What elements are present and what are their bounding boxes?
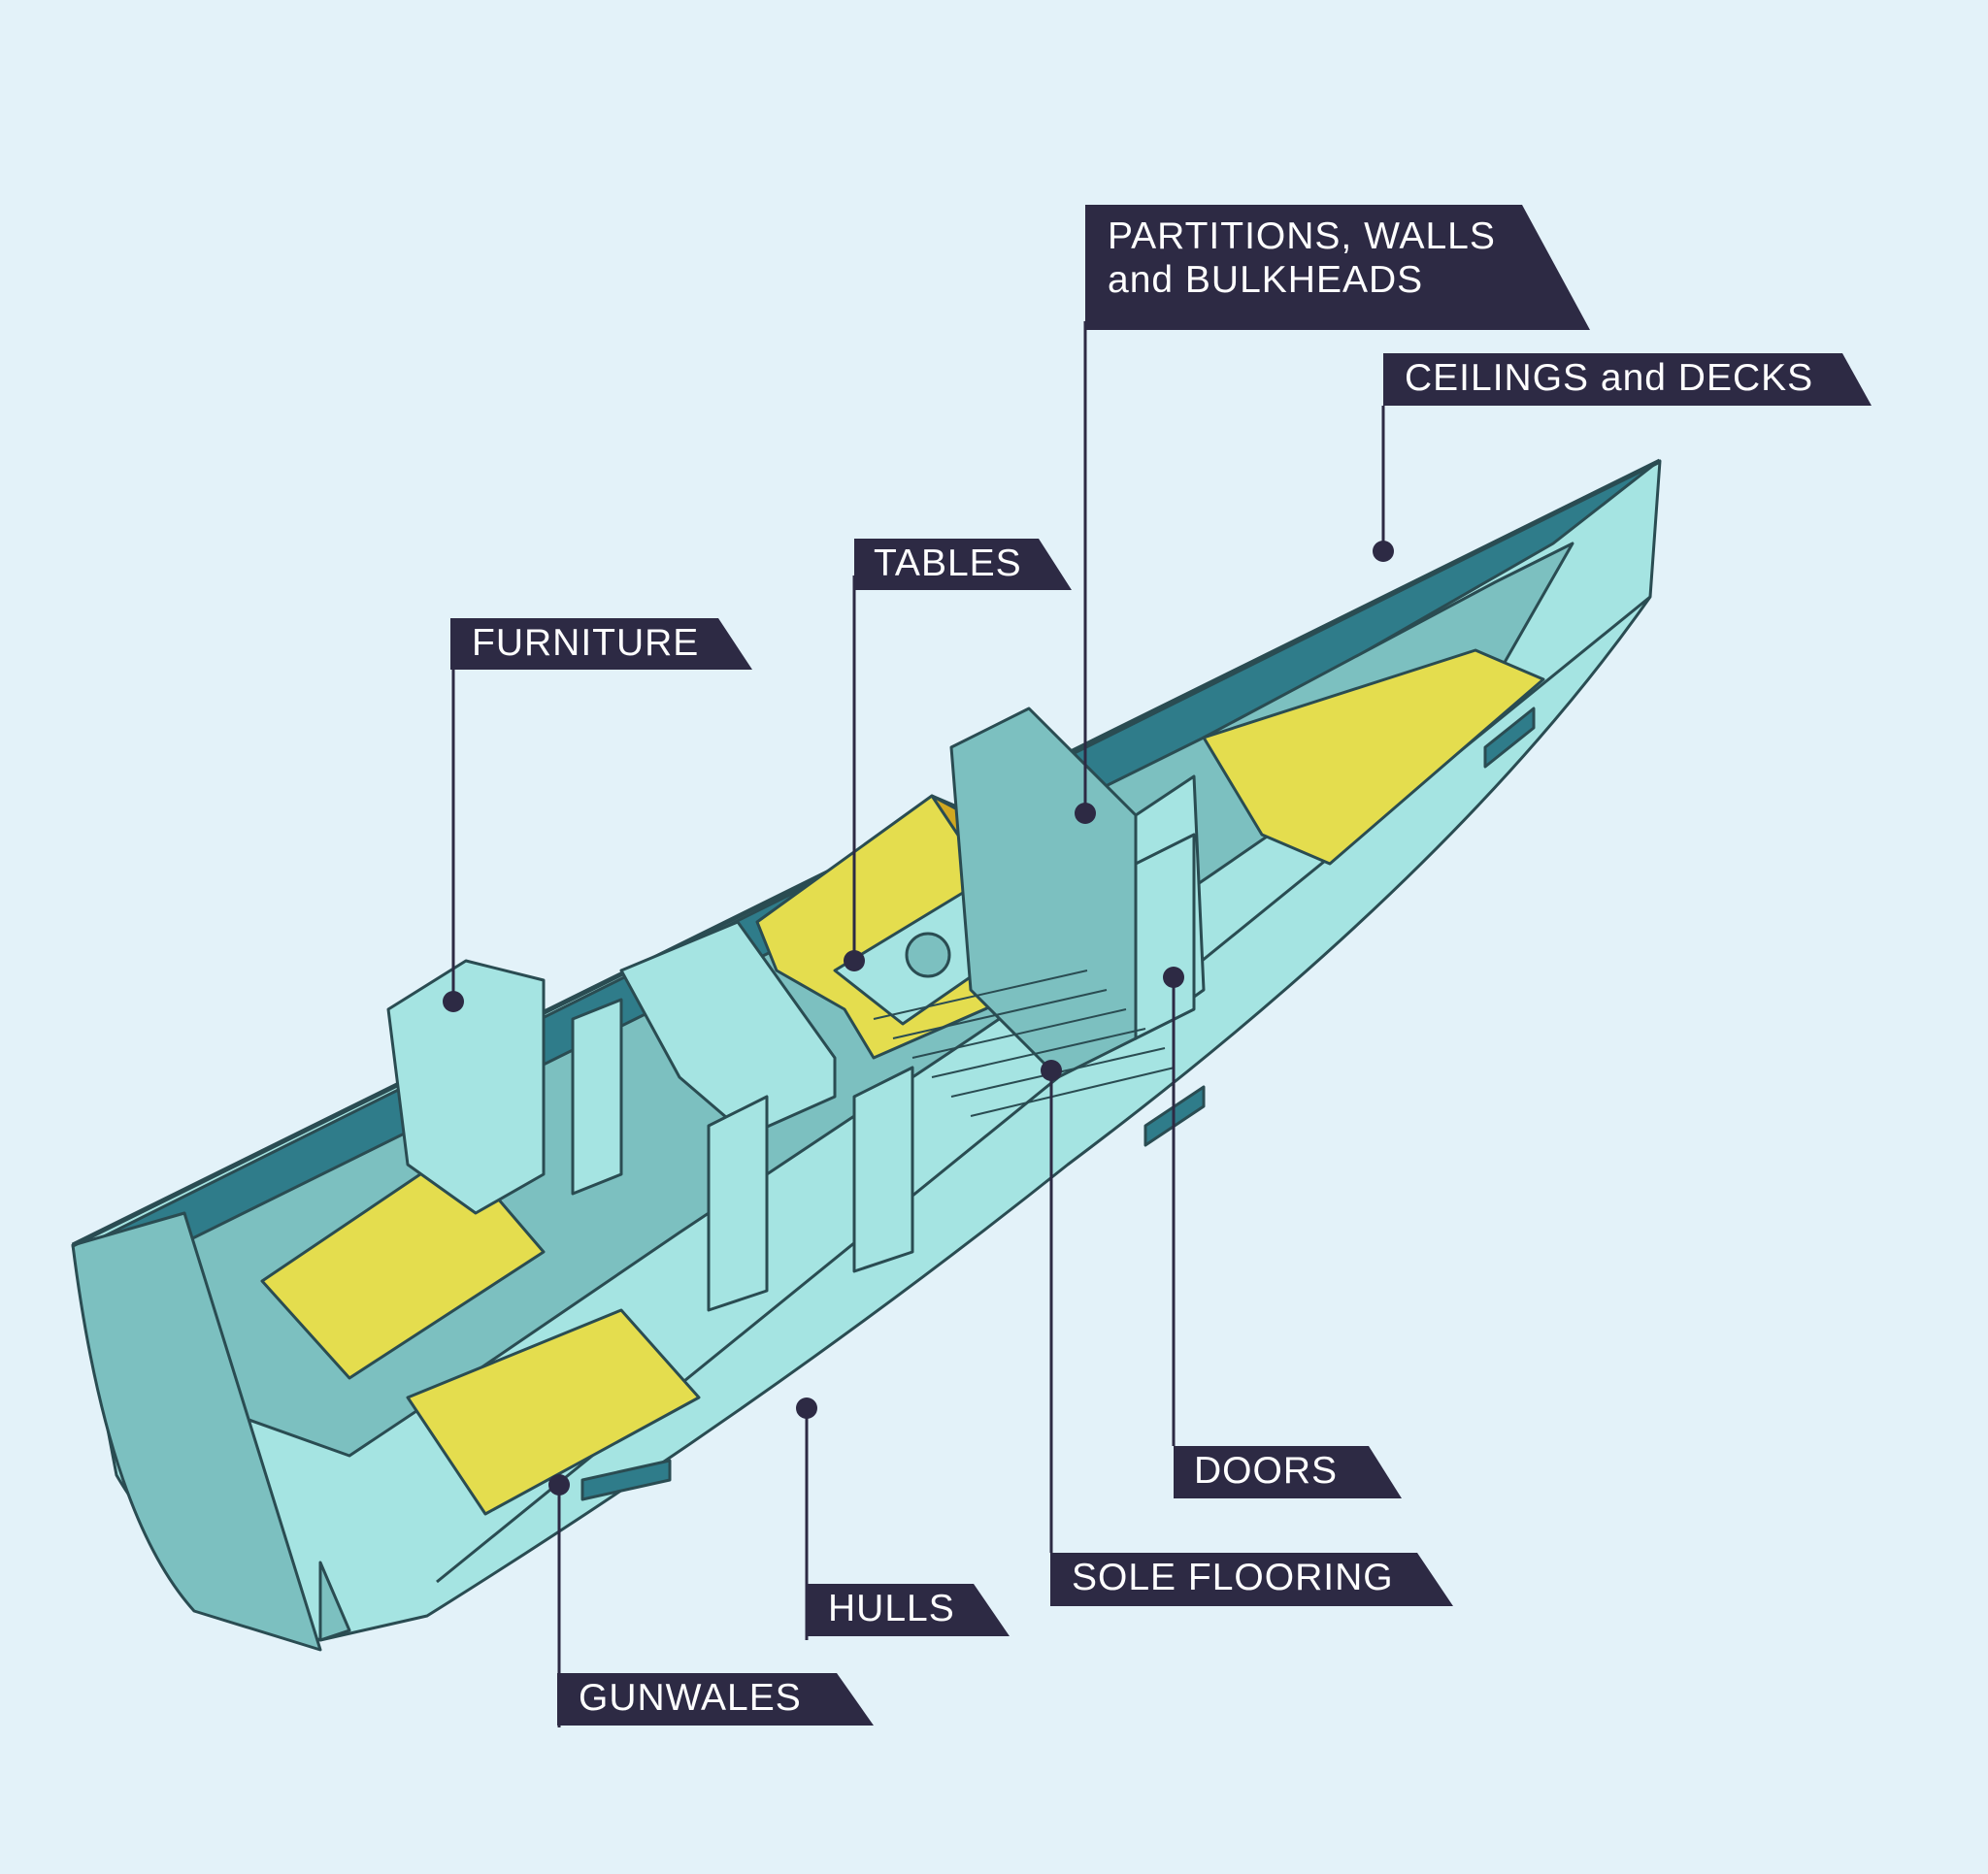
dot-ceilings	[1373, 541, 1394, 562]
label-hulls: HULLS	[828, 1588, 955, 1629]
label-ceilings: CEILINGS and DECKS	[1405, 357, 1814, 399]
wardrobe	[386, 959, 546, 1215]
dot-tables	[844, 950, 865, 971]
dot-sole	[1041, 1060, 1062, 1081]
tag-gunwales	[557, 1673, 874, 1726]
tag-furniture	[450, 618, 752, 670]
label-tables: TABLES	[874, 542, 1022, 584]
door-3	[707, 1095, 769, 1312]
label-gunwales: GUNWALES	[579, 1677, 802, 1719]
dot-hulls	[796, 1397, 817, 1419]
portlight-1	[580, 1459, 672, 1501]
forward-berth	[1202, 648, 1545, 866]
dot-gunwales	[548, 1474, 570, 1496]
door-1	[1134, 833, 1196, 1040]
keel-fin	[318, 1561, 351, 1642]
tag-hulls	[807, 1584, 1010, 1636]
dot-doors	[1163, 967, 1184, 988]
label-furniture: FURNITURE	[472, 622, 700, 664]
label-partitions-line1: PARTITIONS, WALLS	[1108, 215, 1496, 257]
aft-bunk-right	[406, 1308, 701, 1516]
portlight-3	[1483, 707, 1536, 769]
label-partitions: PARTITIONS, WALLS and BULKHEADS	[1108, 215, 1496, 303]
transom	[71, 1211, 322, 1652]
dot-furniture	[443, 991, 464, 1012]
tag-partitions	[1085, 205, 1590, 330]
dot-partitions	[1075, 803, 1096, 824]
label-partitions-line2: and BULKHEADS	[1108, 258, 1424, 301]
tag-ceilings	[1383, 353, 1872, 406]
tag-doors	[1174, 1446, 1402, 1498]
tag-sole	[1050, 1553, 1453, 1606]
tag-tables	[854, 539, 1072, 590]
label-doors: DOORS	[1194, 1450, 1339, 1492]
table-emblem	[905, 932, 951, 978]
galley-block	[619, 920, 837, 1137]
door-4	[571, 998, 623, 1196]
label-sole-flooring: SOLE FLOORING	[1072, 1557, 1394, 1598]
door-2	[852, 1066, 914, 1273]
